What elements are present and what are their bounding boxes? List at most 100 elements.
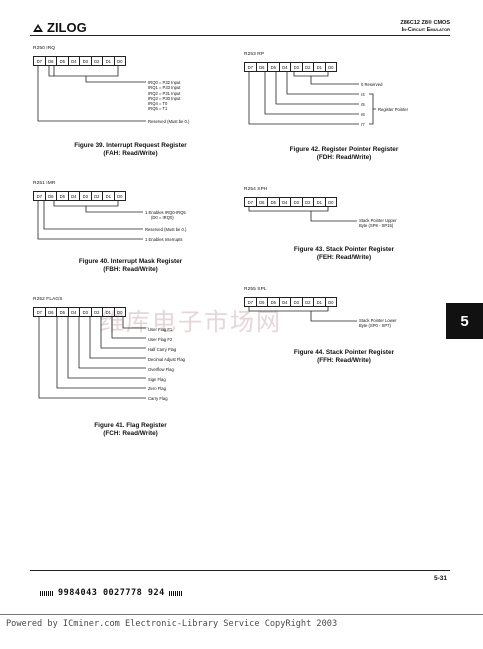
bit-cell: D6 <box>46 57 57 65</box>
fig39-reserved-connector <box>37 65 146 122</box>
fig39-irq-connector <box>53 65 146 83</box>
flag-label: Half Carry Flag <box>148 346 177 352</box>
bit-cell: D7 <box>34 308 46 316</box>
bit-cell: D7 <box>245 198 257 206</box>
irq-line: IRQ1 = P33 Input <box>148 85 181 91</box>
bit-cell: D0 <box>328 64 334 70</box>
fig41-carry-connector <box>38 316 146 399</box>
bit-cell: D4 <box>280 63 291 71</box>
fig42-caption: Figure 42. Register Pointer Register (FD… <box>244 146 444 162</box>
fig39-bit-field: D7 D6 D5 D4 D3 D2 D1 D0 <box>33 56 126 66</box>
fig39-register-name: R250 IRQ <box>33 46 56 51</box>
flag-label: Decimal Adjust Flag <box>148 356 186 362</box>
fig42-pointer-brace <box>369 93 376 125</box>
fig42-reserved-connector <box>293 71 359 85</box>
barcode: 9984043 0027778 924 <box>40 588 183 598</box>
bit-cell: D3 <box>291 63 303 71</box>
fig40-register-name: R251 IMR <box>33 181 56 186</box>
bottom-rule <box>30 570 450 571</box>
fig40-label-enables: 1 Enables IRQ0-IRQ5 (D0 = IRQ0) <box>145 210 186 221</box>
bit-cell: D5 <box>268 298 280 306</box>
bit-cell: D3 <box>291 198 303 206</box>
watermark: 维库电子市场网 <box>100 308 282 336</box>
fig42-r6-connector <box>264 71 359 115</box>
bit-cell: D0 <box>117 193 123 199</box>
bit-cell: D4 <box>69 308 80 316</box>
logo-text: ZILOG <box>47 20 87 35</box>
flag-label: Zero Flag <box>148 386 166 392</box>
irq-line: IRQ5 = T1 <box>148 106 168 112</box>
barcode-text: 9984043 0027778 924 <box>58 588 165 598</box>
fig43-bit-field: D7 D6 D5 D4 D3 D2 D1 D0 <box>244 197 337 207</box>
flag-label: User Flag F2 <box>148 336 173 342</box>
section-tab: 5 <box>446 303 483 339</box>
fig43-caption-sub: (FEH: Read/Write) <box>316 254 372 261</box>
product-name: Z86C12 Z8® CMOS <box>400 20 450 26</box>
fig42-pointer-label: Register Pointer <box>378 107 409 112</box>
fig39-reserved-label: Reserved (Must be 0.) <box>148 119 190 124</box>
flag-label: User Flag F1 <box>148 327 173 332</box>
fig44-connector <box>248 306 357 322</box>
bit-cell: D5 <box>57 308 69 316</box>
fig43-label-line1: Stack Pointer Upper <box>359 218 397 223</box>
bit-cell: D2 <box>92 192 103 200</box>
bit-cell: D7 <box>34 192 46 200</box>
irq-line: IRQ3 = P30 Input <box>148 95 181 101</box>
footer-text: Powered by ICminer.com Electronic-Librar… <box>6 619 338 629</box>
bit-cell: D2 <box>303 198 314 206</box>
fig40-caption: Figure 40. Interrupt Mask Register (FBH:… <box>33 258 228 274</box>
fig44-label-line2: Byte (SP0 - SP7) <box>359 323 391 329</box>
zilog-logo-icon <box>33 23 43 32</box>
fig41-overflow-connector <box>78 316 146 369</box>
fig39-caption-title: Figure 39. Interrupt Request Register <box>74 142 187 149</box>
bit-cell: D1 <box>103 192 115 200</box>
flag-label: Carry Flag <box>148 396 168 402</box>
bit-cell: D6 <box>46 308 57 316</box>
bit-cell: D1 <box>314 63 326 71</box>
flag-label: Sign Flag <box>148 376 166 382</box>
product-subtitle: In-Circuit Emulator <box>401 27 450 33</box>
fig42-reserved-label: 0 Reserved <box>361 82 383 87</box>
bit-cell: D5 <box>268 63 280 71</box>
bit-cell: D4 <box>280 198 291 206</box>
fig43-caption: Figure 43. Stack Pointer Register (FEH: … <box>244 246 444 262</box>
fig41-halfcarry-connector <box>100 316 146 349</box>
bit-cell: D3 <box>80 57 92 65</box>
fig44-label: Stack Pointer Lower Byte (SP0 - SP7) <box>359 318 396 329</box>
fig40-bit-field: D7 D6 D5 D4 D3 D2 D1 D0 <box>33 191 126 201</box>
fig40-label-enables-line2: (D0 = IRQ0) <box>151 215 174 221</box>
fig42-register-name: R253 RP <box>244 52 265 57</box>
bit-cell: D1 <box>314 298 326 306</box>
bit-cell: D0 <box>117 309 123 315</box>
footer-rule <box>0 614 483 615</box>
flag-label: Overflow Flag <box>148 366 174 372</box>
fig43-label-line2: Byte (SP8 - SP15) <box>359 223 394 229</box>
fig40-label-interrupts: 1 Enables Interrupts <box>145 237 183 242</box>
bit-cell: D0 <box>328 299 334 305</box>
bit-cell: D3 <box>80 308 92 316</box>
fig42-r5-connector <box>275 71 359 105</box>
bit-cell: D3 <box>80 192 92 200</box>
fig42-r4: r4 <box>361 92 365 97</box>
bit-cell: D1 <box>103 57 115 65</box>
bit-cell: D2 <box>92 57 103 65</box>
fig40-caption-sub: (FBH: Read/Write) <box>103 266 158 273</box>
bit-cell: D6 <box>46 192 57 200</box>
irq-line: IRQ4 = T0 <box>148 101 168 107</box>
page-number: 5-31 <box>433 575 447 582</box>
bit-cell: D6 <box>257 63 268 71</box>
fig40-enables-connector <box>53 200 143 213</box>
bit-cell: D2 <box>303 63 314 71</box>
bit-cell: D7 <box>245 63 257 71</box>
fig41-f2-connector <box>111 316 146 339</box>
bit-cell: D4 <box>69 192 80 200</box>
bit-cell: D0 <box>328 199 334 205</box>
fig41-zero-connector <box>56 316 146 389</box>
fig44-caption-sub: (FFH: Read/Write) <box>317 357 371 364</box>
fig43-connector <box>248 206 357 222</box>
fig40-interrupts-connector <box>37 200 143 240</box>
bit-cell: D6 <box>257 198 268 206</box>
fig41-bit-field: D7 D6 D5 D4 D3 D2 D1 D0 <box>33 307 126 317</box>
irq-line: IRQ0 = P32 Input <box>148 80 181 85</box>
